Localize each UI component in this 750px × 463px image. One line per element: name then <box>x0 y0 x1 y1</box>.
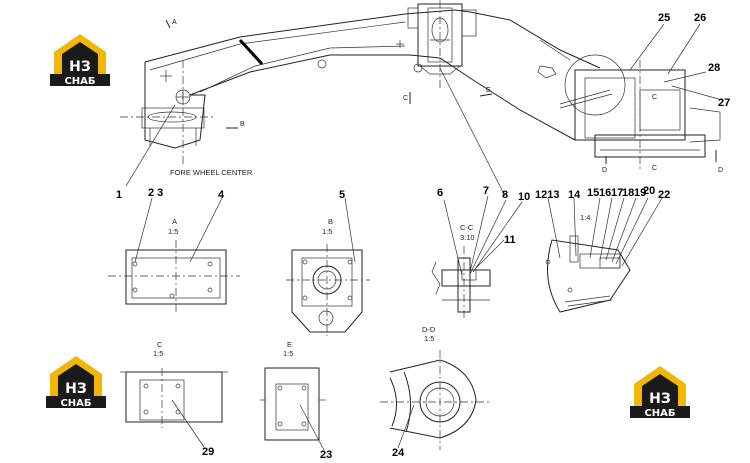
callout-27: 27 <box>718 97 730 109</box>
detail-f-scale: 1:4 <box>580 213 590 222</box>
callout-15: 15 <box>587 187 599 199</box>
logo-caption: СНАБ <box>644 408 675 419</box>
logo-top-left: НЗ СНАБ <box>50 34 110 87</box>
weld-seam <box>238 38 264 66</box>
callout-2-3: 2 3 <box>148 187 163 199</box>
detail-cc-letter: C-C <box>460 223 474 232</box>
callout-18: 18 <box>622 187 634 199</box>
detail-e-letter: E <box>287 340 292 349</box>
detail-e-scale: 1:5 <box>283 349 293 358</box>
detail-a-letter: A <box>172 217 177 226</box>
logo-mark: НЗ <box>649 391 671 407</box>
callout-4: 4 <box>218 189 225 201</box>
detail-e-bottom: E 1:5 <box>260 340 326 441</box>
leader-lines <box>125 23 723 451</box>
detail-b-letter: B <box>328 217 333 226</box>
callout-12-13: 1213 <box>535 189 559 201</box>
detail-b-scale: 1:5 <box>322 227 332 236</box>
callout-29: 29 <box>202 446 214 458</box>
detail-dd-scale: 1:5 <box>424 334 434 343</box>
callout-24: 24 <box>392 447 405 459</box>
logo-bottom-right: НЗ СНАБ <box>630 366 690 419</box>
section-mark-d-right: D <box>718 167 723 174</box>
detail-1-4: 1:4 <box>545 213 631 313</box>
logo-caption: СНАБ <box>64 76 95 87</box>
section-mark-b: B <box>240 121 245 128</box>
detail-c-bottom: C 1:5 <box>120 340 228 428</box>
logo-bottom-left: НЗ СНАБ <box>46 356 106 409</box>
detail-b: B 1:5 <box>286 217 370 336</box>
callout-25: 25 <box>658 12 670 24</box>
logo-mark: НЗ <box>65 381 87 397</box>
detail-c-scale: 1:5 <box>153 349 163 358</box>
detail-c-c: C-C 3:10 <box>431 223 491 318</box>
detail-c-letter: C <box>157 340 163 349</box>
main-frame-view: A B C C E D D C FORE WHEEL CENTER <box>120 0 723 177</box>
logo-caption: СНАБ <box>60 398 91 409</box>
detail-a-scale: 1:5 <box>168 227 178 236</box>
callout-28: 28 <box>708 62 720 74</box>
section-mark-e: E <box>486 87 491 94</box>
section-mark-c-right: C <box>652 94 657 101</box>
section-mark-a: A <box>172 19 177 26</box>
callout-20: 20 <box>643 185 655 197</box>
logo-mark: НЗ <box>69 59 91 75</box>
callout-7: 7 <box>483 185 489 197</box>
callout-6: 6 <box>437 187 443 199</box>
section-mark-c-bottom: C <box>652 165 657 172</box>
callout-11: 11 <box>504 234 516 246</box>
detail-d-d: D-D 1:5 <box>380 325 490 450</box>
callout-1: 1 <box>116 189 122 201</box>
detail-cc-scale: 3:10 <box>460 233 475 242</box>
callout-8: 8 <box>502 189 508 201</box>
callout-17: 17 <box>611 187 623 199</box>
callout-16: 16 <box>599 187 611 199</box>
callout-19: 19 <box>634 187 646 199</box>
callout-26: 26 <box>694 12 706 24</box>
callout-5: 5 <box>339 189 345 201</box>
callout-23: 23 <box>320 449 332 461</box>
callout-22: 22 <box>658 189 670 201</box>
section-mark-c-left: C <box>403 95 408 102</box>
detail-a: A 1:5 <box>108 217 240 314</box>
fore-wheel-center-note: FORE WHEEL CENTER <box>170 168 253 177</box>
callout-labels: 1 2 3 4 5 6 7 8 10 11 1213 14 15 16 17 1… <box>116 12 730 461</box>
detail-dd-letter: D-D <box>422 325 436 334</box>
callout-10: 10 <box>518 191 530 203</box>
section-mark-d-left: D <box>602 167 607 174</box>
callout-14: 14 <box>568 189 581 201</box>
